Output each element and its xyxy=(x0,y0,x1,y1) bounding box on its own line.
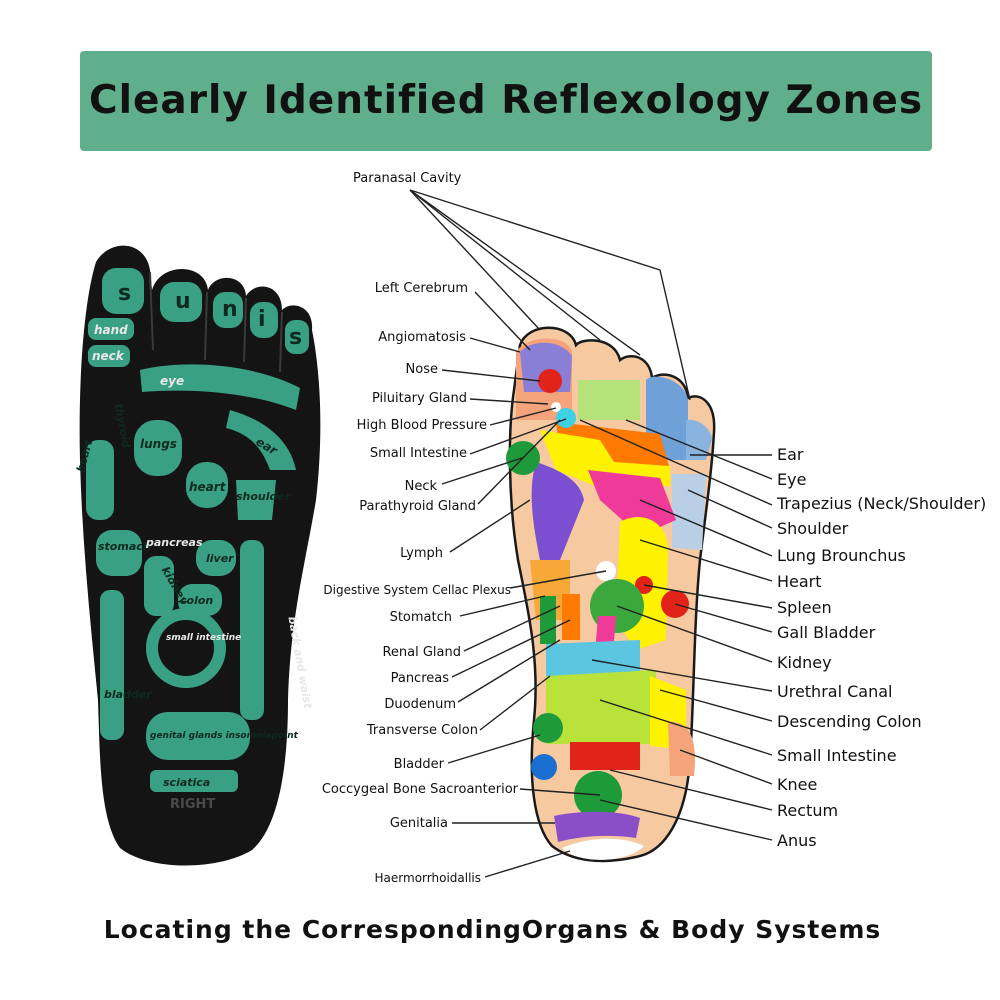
label-left-cerebrum: Left Cerebrum xyxy=(375,281,468,296)
label-piluitary-gland: Piluitary Gland xyxy=(372,391,467,406)
sock-label-liver: liver xyxy=(206,552,234,565)
label-heart: Heart xyxy=(777,572,822,591)
label-anus: Anus xyxy=(777,831,817,850)
sock-label-lungs: lungs xyxy=(140,437,177,451)
label-renal-gland: Renal Gland xyxy=(382,645,461,660)
label-genitalia: Genitalia xyxy=(390,816,448,831)
label-ear: Ear xyxy=(777,445,804,464)
label-bladder: Bladder xyxy=(394,757,445,772)
label-small-intestine-right: Small Intestine xyxy=(777,746,897,765)
title-banner: Clearly Identified Reflexology Zones xyxy=(80,51,932,151)
sock-print-zones xyxy=(86,268,309,792)
reflexology-sock: s u n i s hand neck eye thyroid lungs ea… xyxy=(74,245,321,866)
label-angiomatosis: Angiomatosis xyxy=(378,330,466,345)
sock-label-u: u xyxy=(175,289,191,314)
label-eye: Eye xyxy=(777,470,806,489)
labels-right: Ear Eye Trapezius (Neck/Shoulder) Should… xyxy=(776,445,986,850)
label-high-blood-pressure: High Blood Pressure xyxy=(357,418,487,433)
label-gall-bladder: Gall Bladder xyxy=(777,623,876,642)
sock-label-s: s xyxy=(118,281,131,306)
label-haermorrhoidallis: Haermorrhoidallis xyxy=(375,871,481,885)
label-nose: Nose xyxy=(406,362,438,377)
sock-label-right: RIGHT xyxy=(170,797,215,812)
label-digestive-system: Digestive System Cellac Plexus xyxy=(323,583,511,597)
sock-label-bladder: bladder xyxy=(104,688,152,701)
sock-label-pancreas: pancreas xyxy=(145,536,203,549)
label-rectum: Rectum xyxy=(777,801,838,820)
label-shoulder: Shoulder xyxy=(777,519,849,538)
banner-title: Clearly Identified Reflexology Zones xyxy=(88,78,924,123)
label-pancreas: Pancreas xyxy=(391,671,450,686)
label-paranasal-cavity: Paranasal Cavity xyxy=(353,171,462,186)
label-urethral-canal: Urethral Canal xyxy=(777,682,892,701)
sock-label-genital-glands: genital glands insomniapoint xyxy=(150,731,299,741)
label-knee: Knee xyxy=(777,775,817,794)
label-coccygeal-bone: Coccygeal Bone Sacroanterior xyxy=(322,782,519,797)
label-lymph: Lymph xyxy=(400,546,443,561)
leader-lines xyxy=(409,189,773,878)
label-kidney: Kidney xyxy=(777,653,832,672)
label-transverse-colon: Transverse Colon xyxy=(366,723,478,738)
toe-seams xyxy=(149,271,283,373)
label-duodenum: Duodenum xyxy=(384,697,456,712)
sock-label-neck: neck xyxy=(92,349,125,363)
label-trapezius: Trapezius (Neck/Shoulder) xyxy=(776,494,986,513)
label-stomatch: Stomatch xyxy=(390,610,452,625)
sock-label-shoulder: shoulder xyxy=(236,490,291,503)
sock-label-eye: eye xyxy=(160,374,184,388)
label-spleen: Spleen xyxy=(777,598,832,617)
labels-left: Left Cerebrum Angiomatosis Nose Piluitar… xyxy=(322,281,519,885)
sock-label-s2: s xyxy=(289,325,302,350)
sock-label-small-intestine: small intestine xyxy=(166,633,241,643)
sock-label-colon: colon xyxy=(180,594,213,607)
label-neck: Neck xyxy=(405,479,438,494)
sock-label-sciatica: sciatica xyxy=(163,776,210,789)
sock-label-stomach: stomach xyxy=(98,540,151,553)
label-descending-colon: Descending Colon xyxy=(777,712,922,731)
label-small-intestine-left: Small Intestine xyxy=(370,446,467,461)
sock-label-heart: heart xyxy=(189,480,227,494)
label-lung-brounchus: Lung Brounchus xyxy=(777,546,906,565)
footer-caption: Locating the CorrespondingOrgans & Body … xyxy=(103,915,882,944)
sock-label-i: i xyxy=(258,307,266,332)
sock-label-hand: hand xyxy=(94,323,128,337)
sock-label-n: n xyxy=(222,297,238,322)
label-parathyroid-gland: Parathyroid Gland xyxy=(359,499,476,514)
foot-chart: Paranasal Cavity Left Cerebrum Angiomato… xyxy=(322,171,986,885)
